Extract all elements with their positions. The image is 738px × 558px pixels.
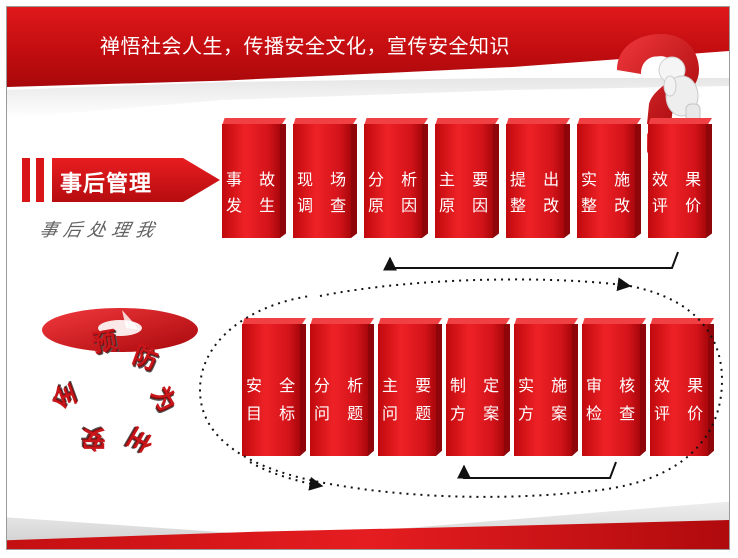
- process-step-block: 实 施方 案: [514, 318, 578, 456]
- block-front: [242, 324, 300, 456]
- block-side: [564, 124, 570, 238]
- block-label-line2: 检 查: [586, 404, 642, 423]
- dotted-cycle-top: [319, 277, 632, 297]
- block-label-line2: 评 价: [654, 404, 710, 423]
- block-front: [650, 324, 708, 456]
- block-front: [310, 324, 368, 456]
- block-top: [650, 318, 714, 326]
- process-step-block: 效 果评 价: [648, 118, 712, 238]
- block-side: [706, 124, 712, 238]
- thinking-figure-icon: [658, 56, 701, 123]
- block-side: [708, 324, 714, 456]
- block-top: [582, 318, 646, 326]
- banner-title: 禅悟社会人生，传播安全文化，宣传安全知识: [100, 34, 510, 58]
- label-bar-2: [36, 158, 44, 202]
- block-label-line1: 安 全: [246, 376, 302, 395]
- block-side: [635, 124, 641, 238]
- block-front: [446, 324, 504, 456]
- block-label-line2: 目 标: [246, 404, 302, 423]
- block-top: [293, 118, 357, 126]
- process-step-block: 分 析问 题: [310, 318, 374, 456]
- block-label-line2: 问 题: [314, 404, 370, 423]
- cycle-disc-icon: [42, 308, 198, 352]
- block-side: [300, 324, 306, 456]
- block-label-line2: 调 查: [297, 196, 353, 215]
- block-front: [514, 324, 572, 456]
- block-front: [577, 124, 635, 238]
- block-front: [435, 124, 493, 238]
- block-side: [351, 124, 357, 238]
- bottom-return-arrow: [457, 461, 617, 479]
- block-label-line1: 实 施: [581, 170, 637, 189]
- block-top: [514, 318, 578, 326]
- block-label-line1: 制 定: [450, 376, 506, 395]
- block-top: [648, 118, 712, 126]
- block-label-line1: 效 果: [654, 376, 710, 395]
- process-step-block: 提 出整 改: [506, 118, 570, 238]
- process-step-block: 主 要问 题: [378, 318, 442, 456]
- block-front: [506, 124, 564, 238]
- process-step-block: 分 析原 因: [364, 118, 428, 238]
- block-label-line1: 主 要: [439, 170, 495, 189]
- block-label-line2: 评 价: [652, 196, 708, 215]
- process-step-block: 效 果评 价: [650, 318, 714, 456]
- label-bar-1: [22, 158, 30, 202]
- block-label-line1: 效 果: [652, 170, 708, 189]
- process-step-block: 现 场调 查: [293, 118, 357, 238]
- block-label-line2: 问 题: [382, 404, 438, 423]
- block-side: [493, 124, 499, 238]
- block-label-line2: 原 因: [368, 196, 424, 215]
- block-label-line2: 方 案: [518, 404, 574, 423]
- block-top: [506, 118, 570, 126]
- section-label: 事后管理: [60, 172, 153, 197]
- block-side: [280, 124, 286, 238]
- process-step-block: 实 施整 改: [577, 118, 641, 238]
- block-top: [378, 318, 442, 326]
- slide-frame: [6, 6, 730, 550]
- block-side: [572, 324, 578, 456]
- block-label-line2: 整 改: [581, 196, 637, 215]
- block-front: [648, 124, 706, 238]
- section-arrow: [52, 158, 220, 202]
- block-label-line1: 分 析: [314, 376, 370, 395]
- block-side: [436, 324, 442, 456]
- block-front: [582, 324, 640, 456]
- block-label-line1: 现 场: [297, 170, 353, 189]
- block-top: [446, 318, 510, 326]
- process-step-block: 安 全目 标: [242, 318, 306, 456]
- block-side: [368, 324, 374, 456]
- block-label-line1: 主 要: [382, 376, 438, 395]
- block-front: [364, 124, 422, 238]
- block-label-line2: 原 因: [439, 196, 495, 215]
- block-top: [435, 118, 499, 126]
- block-front: [293, 124, 351, 238]
- block-front: [378, 324, 436, 456]
- block-label-line2: 方 案: [450, 404, 506, 423]
- process-step-block: 事 故发 生: [222, 118, 286, 238]
- block-top: [222, 118, 286, 126]
- block-top: [364, 118, 428, 126]
- block-top: [577, 118, 641, 126]
- process-step-block: 审 核检 查: [582, 318, 646, 456]
- process-step-block: 主 要原 因: [435, 118, 499, 238]
- process-step-block: 制 定方 案: [446, 318, 510, 456]
- block-side: [640, 324, 646, 456]
- top-return-arrow: [383, 251, 679, 271]
- block-side: [504, 324, 510, 456]
- block-top: [242, 318, 306, 326]
- block-top: [310, 318, 374, 326]
- block-label-line1: 事 故: [226, 170, 282, 189]
- block-label-line2: 发 生: [226, 196, 282, 215]
- block-label-line2: 整 改: [510, 196, 566, 215]
- block-label-line1: 分 析: [368, 170, 424, 189]
- block-front: [222, 124, 280, 238]
- block-label-line1: 实 施: [518, 376, 574, 395]
- block-side: [422, 124, 428, 238]
- block-label-line1: 提 出: [510, 170, 566, 189]
- prevention-cycle: 预 防 为 主 安 全: [30, 300, 210, 480]
- block-label-line1: 审 核: [586, 376, 642, 395]
